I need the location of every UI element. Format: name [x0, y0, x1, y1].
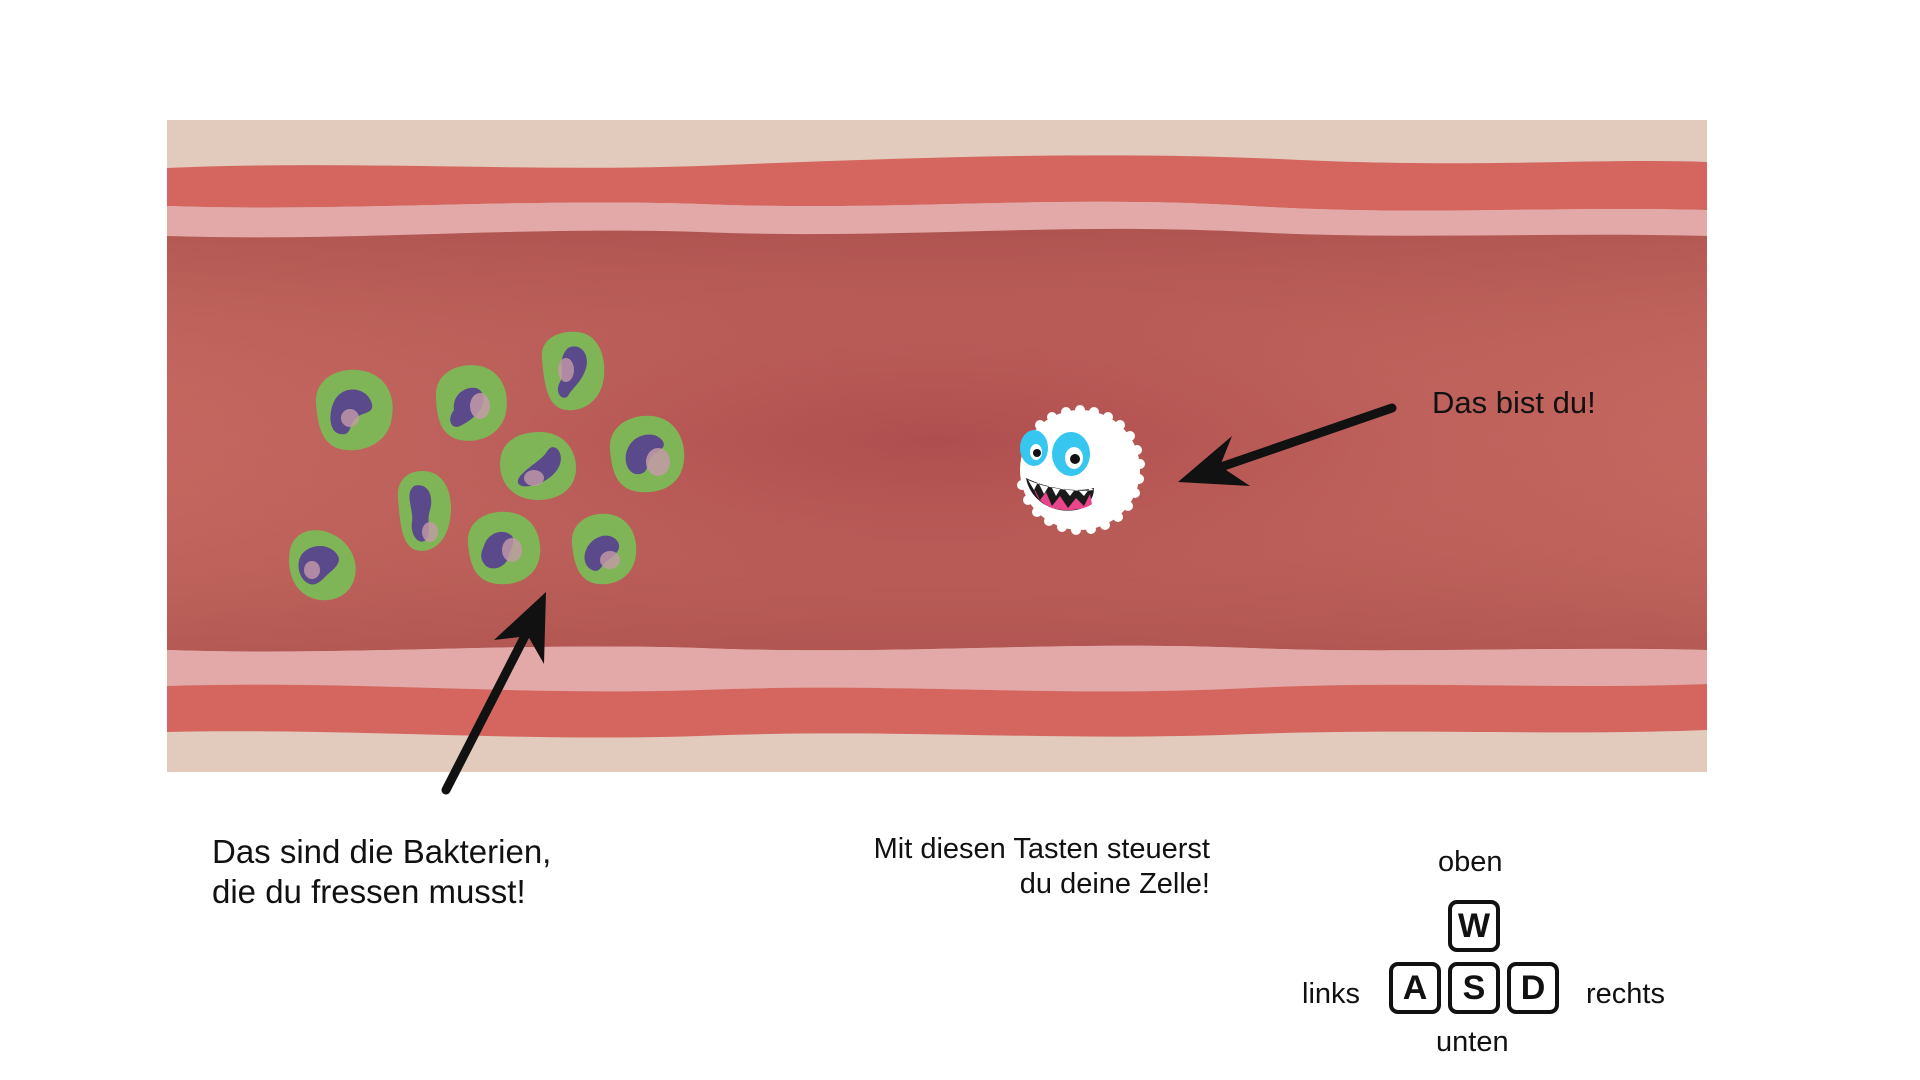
direction-label-down: unten [1436, 1026, 1509, 1058]
bacteria-icon [288, 530, 356, 601]
controls-caption: Mit diesen Tasten steuerst du deine Zell… [873, 833, 1210, 901]
vessel-wall-bottom-pink [167, 645, 1707, 692]
player-teeth [1034, 488, 1092, 511]
bacteria-icon [467, 511, 541, 585]
bacteria-caption: Das sind die Bakterien, die du fressen m… [212, 833, 552, 911]
key-s[interactable]: S [1448, 962, 1500, 1014]
white-blood-cell-icon[interactable] [1017, 405, 1145, 535]
player-caption: Das bist du! [1432, 385, 1596, 420]
direction-label-right: rechts [1586, 978, 1665, 1010]
direction-label-up: oben [1438, 846, 1503, 878]
key-d[interactable]: D [1507, 962, 1559, 1014]
bacteria-icon [541, 331, 605, 411]
bacteria-icon [571, 513, 637, 585]
player-pupil-left [1033, 449, 1041, 457]
vessel-wall-top-pink [167, 201, 1707, 238]
vessel-wall-top-red [167, 155, 1707, 211]
direction-label-left: links [1302, 978, 1361, 1010]
bacteria-cluster [288, 331, 685, 601]
vessel-wall-bottom-red [167, 684, 1707, 738]
blood-vessel [167, 120, 1707, 772]
player-pupil-right [1070, 454, 1080, 464]
bacteria-icon [315, 369, 393, 451]
arrow-to-bacteria [441, 592, 546, 795]
bacteria-icon [436, 365, 507, 441]
arrow-to-player [1178, 403, 1397, 486]
bacteria-icon [397, 471, 452, 551]
bacteria-icon [500, 432, 576, 500]
player-upper-teeth [1028, 480, 1094, 496]
key-a[interactable]: A [1389, 962, 1441, 1014]
bacteria-icon [609, 415, 685, 493]
key-w[interactable]: W [1448, 900, 1500, 952]
vessel-lumen-shade [167, 228, 1707, 652]
